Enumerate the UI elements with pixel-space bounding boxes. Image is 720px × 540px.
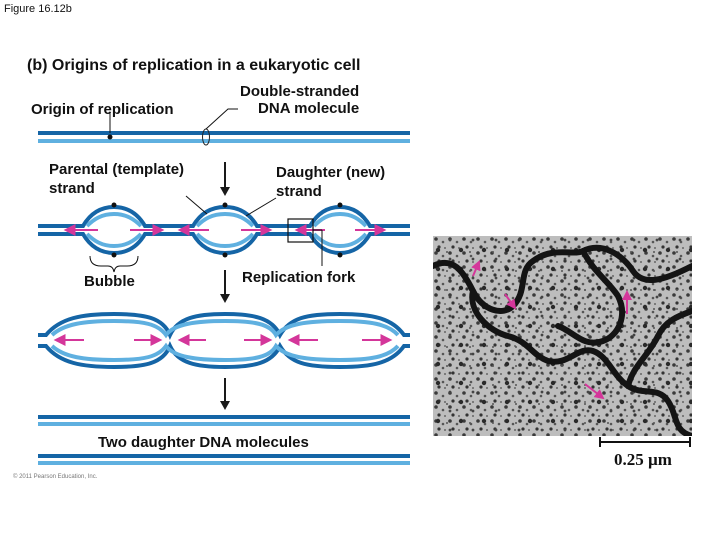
- daughter-strand: [195, 232, 255, 249]
- replication-fork-label: Replication fork: [242, 269, 356, 286]
- origin-label: Origin of replication: [31, 101, 174, 118]
- electron-micrograph: [433, 236, 692, 436]
- dna-row-initial: [38, 128, 410, 146]
- bubble-top-dot: [111, 202, 117, 208]
- daughter-leader: [245, 197, 277, 217]
- fork-arrow: [504, 293, 517, 310]
- figure-label: Figure 16.12b: [4, 3, 72, 15]
- scale-bar-label: 0.25 µm: [614, 450, 672, 469]
- origin-dot: [107, 134, 113, 140]
- dna-row-bubbles: [38, 202, 410, 258]
- daughter-strand: [312, 211, 368, 228]
- parental-bottom-strand: [38, 341, 410, 370]
- bubble-top-dot: [337, 202, 343, 208]
- figure-subtitle: (b) Origins of replication in a eukaryot…: [27, 57, 361, 74]
- down-arrow-1: [220, 162, 230, 196]
- fork-arrow: [471, 260, 481, 277]
- down-arrow-2: [220, 270, 230, 303]
- double-stranded-line2: DNA molecule: [258, 100, 360, 117]
- bubble-brace: [89, 255, 139, 273]
- dna-row-merging: [38, 311, 410, 370]
- two-daughter-molecules-label: Two daughter DNA molecules: [98, 433, 309, 452]
- daughter-strand: [50, 318, 400, 339]
- bubble-label: Bubble: [84, 273, 135, 290]
- scale-bar: [599, 437, 691, 447]
- daughter-strand: [85, 211, 143, 228]
- micrograph-texture: [433, 236, 692, 436]
- daughter-strand: [50, 342, 400, 363]
- bubble-top-dot: [222, 202, 228, 208]
- daughter-strand: [85, 232, 143, 249]
- parental-strand-label: Parental (template) strand: [49, 160, 184, 198]
- parental-leader: [185, 195, 208, 215]
- dna-strands: [433, 244, 692, 436]
- bubble-bottom-dot: [222, 252, 228, 258]
- bubble-bottom-dot: [111, 252, 117, 258]
- fork-arrow: [584, 383, 605, 400]
- double-strand-leader: [205, 108, 238, 130]
- dna-row-daughters: [38, 415, 410, 465]
- parental-top-strand: [38, 311, 410, 340]
- daughter-strand: [312, 232, 368, 249]
- daughter-strand-label: Daughter (new) strand: [276, 163, 385, 201]
- daughter-line2: strand: [276, 183, 322, 200]
- bubble-bottom-dot: [337, 252, 343, 258]
- parental-line2: strand: [49, 180, 95, 197]
- daughter-line1: Daughter (new): [276, 164, 386, 181]
- replication-diagram: [38, 108, 410, 465]
- copyright-notice: © 2011 Pearson Education, Inc.: [13, 474, 98, 480]
- down-arrow-3: [220, 378, 230, 410]
- double-stranded-label: Double-stranded DNA molecule: [230, 82, 359, 118]
- daughter-strand: [195, 211, 255, 228]
- double-stranded-line1: Double-stranded: [240, 83, 360, 100]
- parental-line1: Parental (template): [49, 161, 185, 178]
